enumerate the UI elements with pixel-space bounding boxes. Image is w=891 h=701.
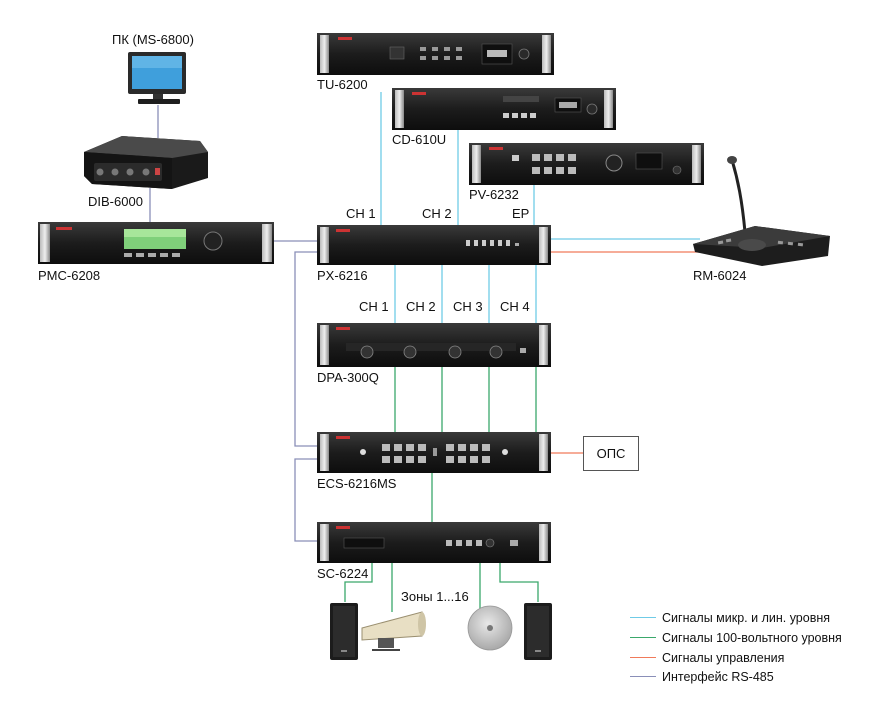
cd-label: CD-610U (392, 132, 447, 147)
legend-swatch (630, 676, 656, 678)
ecs-6216ms-device (317, 432, 551, 473)
legend-label: Сигналы 100-вольтного уровня (662, 631, 842, 645)
px-input-ch1: CH 1 (346, 206, 376, 221)
dpa-300q-device (317, 323, 551, 367)
sc-6224-device (317, 522, 551, 563)
horn-speaker-icon (361, 611, 426, 651)
rm-6024-device (693, 156, 830, 266)
pmc-6208-device (38, 222, 274, 264)
ceiling-speaker-icon (467, 605, 513, 651)
ops-box: ОПС (583, 436, 639, 471)
px-label: PX-6216 (317, 268, 368, 283)
hundred-volt-connections (344, 366, 539, 612)
legend-swatch (630, 637, 656, 639)
pc-label: ПК (MS-6800) (112, 32, 194, 47)
px-input-ch2: CH 2 (422, 206, 452, 221)
cd-610u-device (392, 88, 616, 130)
legend-swatch (630, 657, 656, 659)
column-speaker-left-icon (330, 603, 358, 660)
control-connections (551, 251, 700, 454)
legend-label: Сигналы управления (662, 651, 785, 665)
rm-label: RM-6024 (693, 268, 747, 283)
pmc-label: PMC-6208 (38, 268, 101, 283)
legend-swatch (630, 617, 656, 619)
pc-monitor-icon (128, 52, 186, 104)
pv-label: PV-6232 (469, 187, 519, 202)
px-input-ep: EP (512, 206, 530, 221)
sc-label: SC-6224 (317, 566, 369, 581)
px-6216-device (317, 225, 551, 265)
legend-item-hundred-volt: Сигналы 100-вольтного уровня (630, 631, 842, 645)
column-speaker-right-icon (524, 603, 552, 660)
tu-label: TU-6200 (317, 77, 368, 92)
dpa-ch2: CH 2 (406, 299, 436, 314)
rs485-connections (149, 105, 317, 542)
dib-6000-device (84, 136, 208, 189)
legend-item-control: Сигналы управления (630, 651, 784, 665)
tu-6200-device (317, 33, 554, 75)
dib-label: DIB-6000 (88, 194, 143, 209)
dpa-ch4: CH 4 (500, 299, 530, 314)
legend-item-mic-line: Сигналы микр. и лин. уровня (630, 611, 830, 625)
dpa-ch3: CH 3 (453, 299, 483, 314)
zones-label: Зоны 1...16 (401, 589, 469, 604)
pv-6232-device (469, 143, 704, 185)
ecs-label: ECS-6216MS (317, 476, 397, 491)
legend-label: Интерфейс RS-485 (662, 670, 774, 684)
legend-item-rs485: Интерфейс RS-485 (630, 670, 774, 684)
dpa-ch1: CH 1 (359, 299, 389, 314)
legend-label: Сигналы микр. и лин. уровня (662, 611, 831, 625)
mic-line-connections (380, 92, 700, 325)
dpa-label: DPA-300Q (317, 370, 379, 385)
